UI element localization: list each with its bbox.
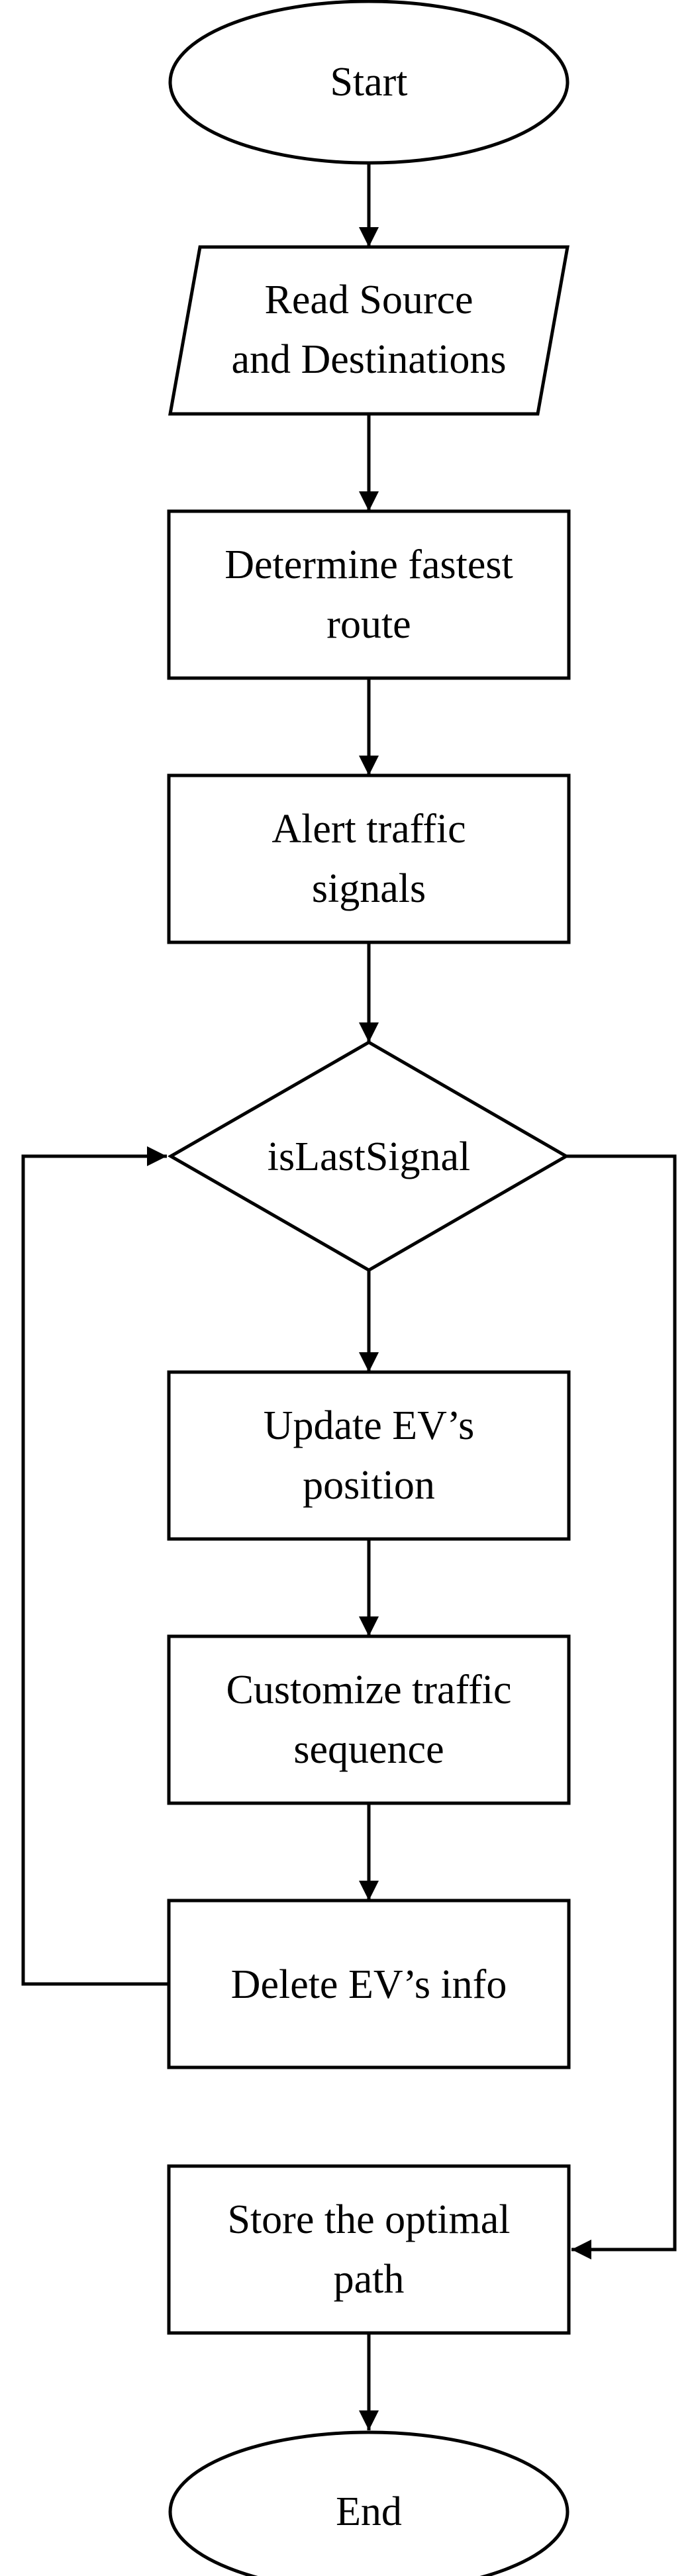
update-label-line2: position [303, 1463, 435, 1508]
update-label-line1: Update EV’s [264, 1403, 475, 1448]
customize-label-line2: sequence [293, 1727, 444, 1772]
store-label-line2: path [334, 2257, 405, 2302]
update-position-process: Update EV’s position [167, 1370, 571, 1541]
route-label-line1: Determine fastest [224, 542, 513, 587]
read-label-line1: Read Source [264, 277, 473, 322]
delete-info-process: Delete EV’s info [167, 1899, 571, 2069]
start-label: Start [330, 60, 407, 105]
read-label-line2: and Destinations [232, 337, 507, 382]
determine-route-process: Determine fastest route [167, 509, 571, 680]
start-terminal: Start [168, 0, 569, 165]
read-input-parallelogram: Read Source and Destinations [168, 245, 569, 416]
decision-label: isLastSignal [268, 1134, 471, 1179]
is-last-signal-decision: isLastSignal [167, 1040, 570, 1272]
arrow-decision-to-store [566, 1154, 677, 2259]
alert-signals-process: Alert traffic signals [167, 773, 571, 944]
alert-label-line2: signals [312, 866, 426, 911]
delete-label: Delete EV’s info [231, 1962, 507, 2007]
customize-sequence-process: Customize traffic sequence [167, 1634, 571, 1805]
arrow-loop-back-to-decision [21, 1146, 169, 1986]
alert-label-line1: Alert traffic [272, 807, 466, 852]
store-label-line1: Store the optimal [227, 2197, 510, 2242]
store-path-process: Store the optimal path [167, 2164, 571, 2335]
route-label-line2: route [326, 602, 411, 647]
end-label: End [336, 2489, 402, 2534]
end-terminal: End [168, 2430, 569, 2576]
customize-label-line1: Customize traffic [226, 1667, 511, 1712]
